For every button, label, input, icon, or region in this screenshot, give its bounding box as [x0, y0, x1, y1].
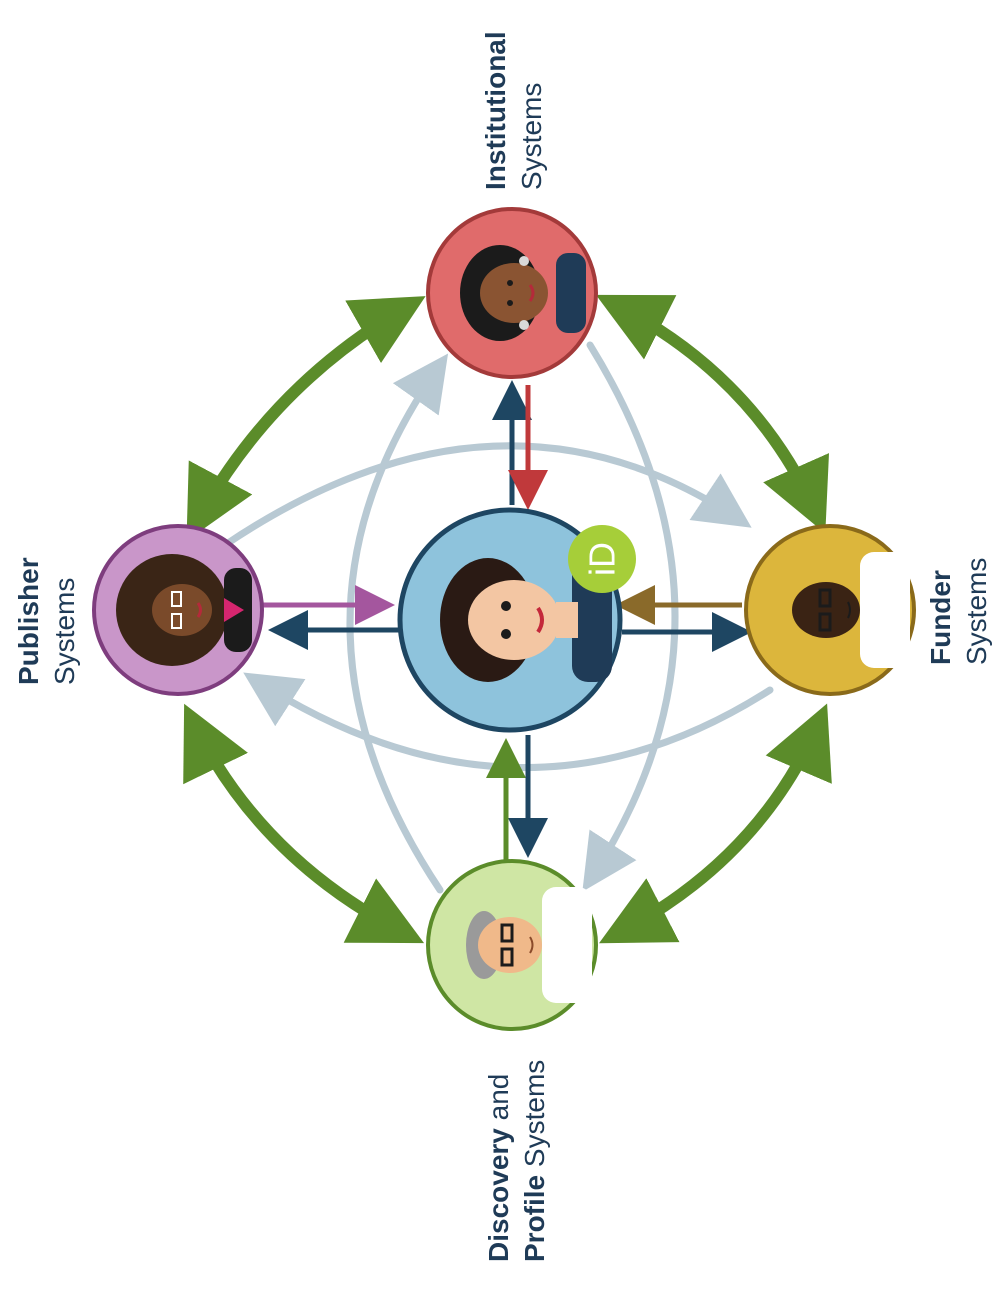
- label-discovery-line2-bold: Profile: [519, 1175, 550, 1262]
- inner-arrows: [262, 380, 752, 860]
- discovery-avatar: [466, 887, 592, 1003]
- label-funder-regular: Systems: [961, 558, 992, 665]
- label-institutional-regular: Systems: [516, 83, 547, 190]
- institutional-avatar: [460, 245, 586, 341]
- green-arrow-publisher-institutional: [186, 296, 426, 541]
- label-discovery-line1-regular: and: [483, 1074, 514, 1129]
- label-discovery-line2-regular: Systems: [519, 1060, 550, 1175]
- green-arrows: [183, 294, 832, 944]
- green-arrow-funder-discovery: [599, 703, 832, 944]
- label-discovery-line1-bold: Discovery: [483, 1128, 514, 1262]
- funder-avatar: [792, 552, 910, 668]
- label-institutional-bold: Institutional: [480, 31, 511, 190]
- institutional-node: [426, 207, 598, 379]
- publisher-node: [92, 524, 264, 696]
- label-publisher-bold: Publisher: [13, 557, 44, 685]
- label-discovery-line1: Discovery and: [483, 1074, 514, 1262]
- label-discovery: Discovery and Profile Systems: [483, 1060, 550, 1262]
- discovery-node: [426, 859, 598, 1031]
- funder-node: [744, 524, 916, 696]
- publisher-avatar: [116, 554, 252, 666]
- orcid-id-icon: iD: [582, 542, 623, 576]
- label-publisher: Publisher Systems: [13, 557, 80, 685]
- label-institutional: Institutional Systems: [480, 31, 547, 190]
- green-arrow-institutional-funder: [595, 294, 829, 534]
- label-funder-bold: Funder: [925, 570, 956, 665]
- label-discovery-line2: Profile Systems: [519, 1060, 550, 1262]
- label-funder: Funder Systems: [925, 558, 992, 665]
- label-publisher-regular: Systems: [49, 578, 80, 685]
- orcid-badge: iD: [568, 525, 636, 593]
- green-arrow-discovery-publisher: [183, 703, 425, 944]
